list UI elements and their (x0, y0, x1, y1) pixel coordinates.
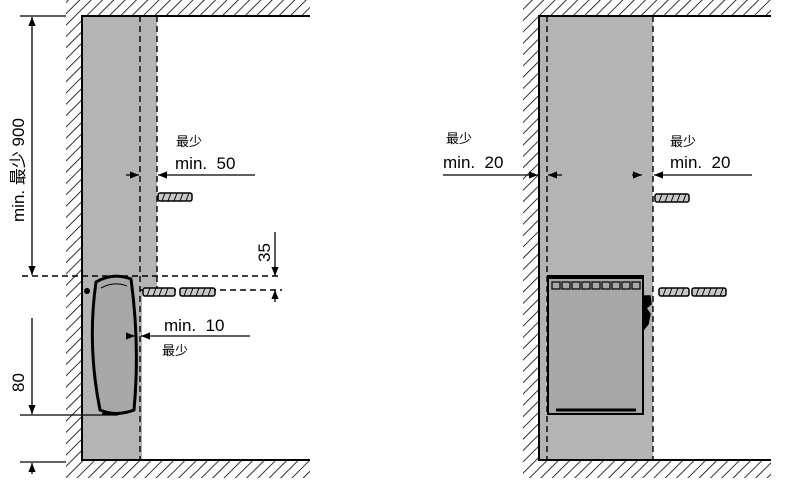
gap-dimension: 35 (255, 232, 279, 302)
right-label-cn: 最少 (670, 134, 696, 149)
left-label-cn: 最少 (446, 131, 472, 146)
right-diagram: 最少 min. 20 最少 min. 20 (443, 0, 771, 478)
left-dim-label: min. 20 (443, 153, 503, 172)
right-clearance-dimension: 最少 min. 20 (632, 134, 752, 179)
front-dim-label: min. 10 (164, 316, 224, 335)
side-clearance-dimension: 最少 min. 50 (126, 134, 255, 179)
side-dim-label: min. 50 (175, 154, 235, 173)
heater-side-view (84, 274, 138, 415)
wall-edges (538, 15, 771, 461)
ceiling (523, 0, 771, 16)
height-dim-label: min. 最少 900 (9, 118, 28, 222)
wall-rod-upper (157, 192, 193, 202)
ceiling (66, 0, 310, 16)
front-label-cn: 最少 (162, 343, 188, 358)
floor-dimension: 80 (9, 318, 118, 474)
wall-rod-upper (654, 193, 690, 203)
floor-dim-label: 80 (9, 373, 28, 392)
wall-rod-lower (658, 287, 727, 297)
right-dim-label: min. 20 (670, 153, 730, 172)
left-diagram: min. 最少 900 35 80 最少 min. 50 min. (9, 0, 310, 478)
side-wall (523, 0, 539, 478)
floor (66, 460, 310, 478)
left-clearance-dimension: 最少 min. 20 (443, 131, 562, 179)
control-knob (642, 295, 652, 331)
wall-rod-lower (142, 287, 216, 297)
side-label-cn: 最少 (176, 134, 202, 149)
gap-dim-label: 35 (255, 243, 274, 262)
front-clearance-dimension: min. 10 最少 (125, 316, 250, 358)
stone-grid (551, 281, 641, 290)
height-dimension: min. 最少 900 (9, 15, 66, 275)
side-wall (66, 0, 82, 478)
wall-edges (81, 15, 310, 461)
heater-front-view (547, 275, 652, 415)
floor (523, 460, 771, 478)
